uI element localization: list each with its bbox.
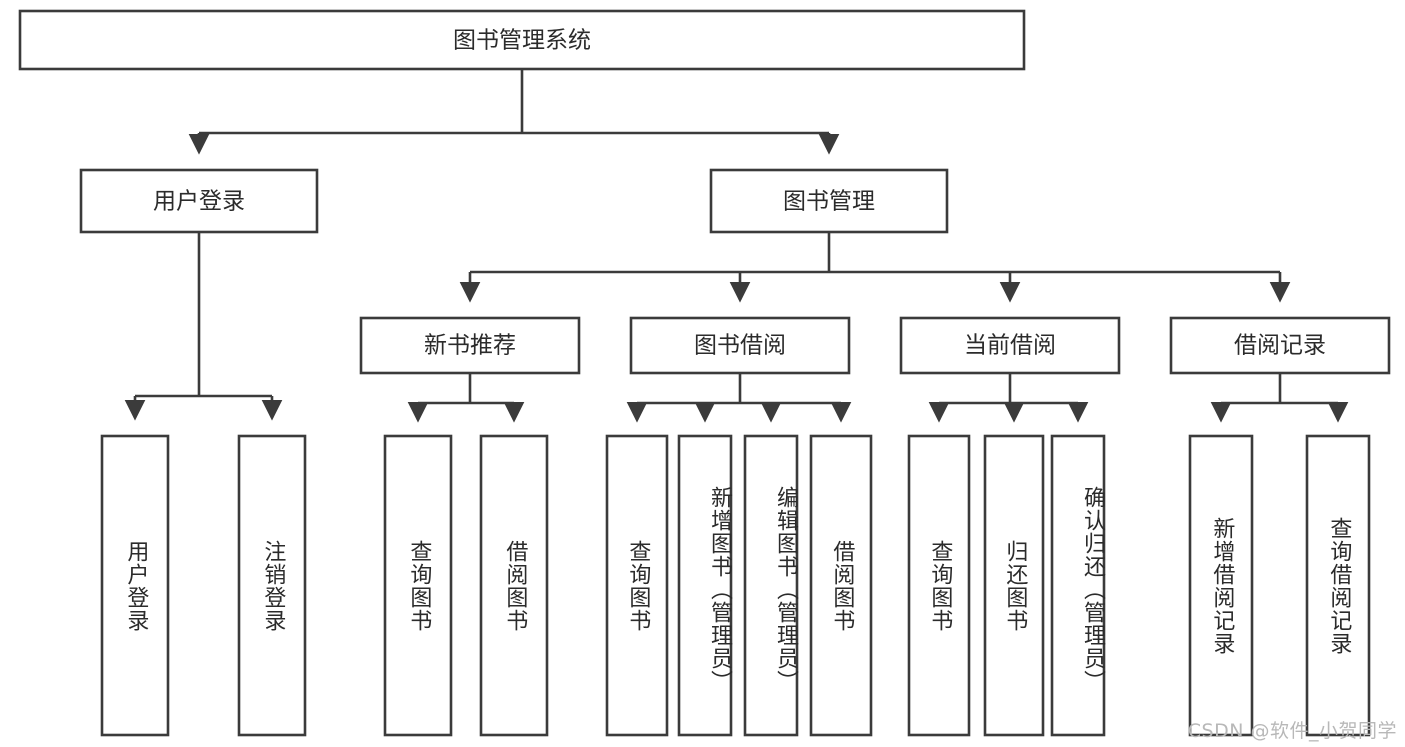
node-root-label: 图书管理系统 (453, 28, 591, 54)
node-book-borrow-box[interactable] (629, 316, 851, 375)
connector-currentborrow-to-leaves (928, 373, 1089, 423)
node-leaf-record-add-record-box[interactable] (1188, 434, 1254, 737)
node-current-borrow-box[interactable] (899, 316, 1121, 375)
connector-userlogin-to-leaves (124, 232, 283, 421)
node-leaf-recommend-borrow-book-box[interactable] (479, 434, 549, 737)
node-leaf-record-query-record-box[interactable] (1305, 434, 1371, 737)
node-new-book-recommend-label: 新书推荐 (424, 333, 516, 359)
node-borrow-record-box[interactable] (1169, 316, 1391, 375)
node-leaf-current-confirm-return-box[interactable] (1050, 434, 1106, 737)
node-book-borrow-label: 图书借阅 (694, 333, 786, 359)
node-root-box[interactable] (18, 9, 1026, 71)
connector-root-to-level2 (188, 69, 840, 155)
node-leaf-borrow-borrow-book-box[interactable] (809, 434, 873, 737)
node-user-login-box[interactable] (79, 168, 319, 234)
connector-layer (124, 69, 1349, 423)
connector-bookmanage-to-level3 (459, 232, 1291, 303)
node-leaf-borrow-add-book-box[interactable] (677, 434, 733, 737)
node-leaf-recommend-query-book-box[interactable] (383, 434, 453, 737)
node-leaf-current-return-book-box[interactable] (983, 434, 1045, 737)
node-leaf-borrow-query-book-box[interactable] (605, 434, 669, 737)
node-book-manage-label: 图书管理 (783, 189, 875, 215)
node-leaf-borrow-edit-book-box[interactable] (743, 434, 799, 737)
node-leaf-current-query-book-box[interactable] (907, 434, 971, 737)
node-new-book-recommend-box[interactable] (359, 316, 581, 375)
node-current-borrow-label: 当前借阅 (964, 333, 1056, 359)
connector-recommend-to-leaves (407, 373, 525, 423)
node-layer: 图书管理系统 用户登录 图书管理 新书推荐 图书借阅 当前借阅 借阅记录 (18, 9, 1391, 737)
node-leaf-logout-login-box[interactable] (237, 434, 307, 737)
node-user-login-label: 用户登录 (153, 189, 245, 215)
connector-borrowrecord-to-leaves (1210, 373, 1349, 423)
node-book-manage-box[interactable] (709, 168, 949, 234)
node-leaf-user-login-box[interactable] (100, 434, 170, 737)
watermark-text: CSDN @软件_小贺同学 (1187, 720, 1397, 742)
node-borrow-record-label: 借阅记录 (1234, 333, 1326, 359)
connector-bookborrow-to-leaves (626, 373, 852, 423)
